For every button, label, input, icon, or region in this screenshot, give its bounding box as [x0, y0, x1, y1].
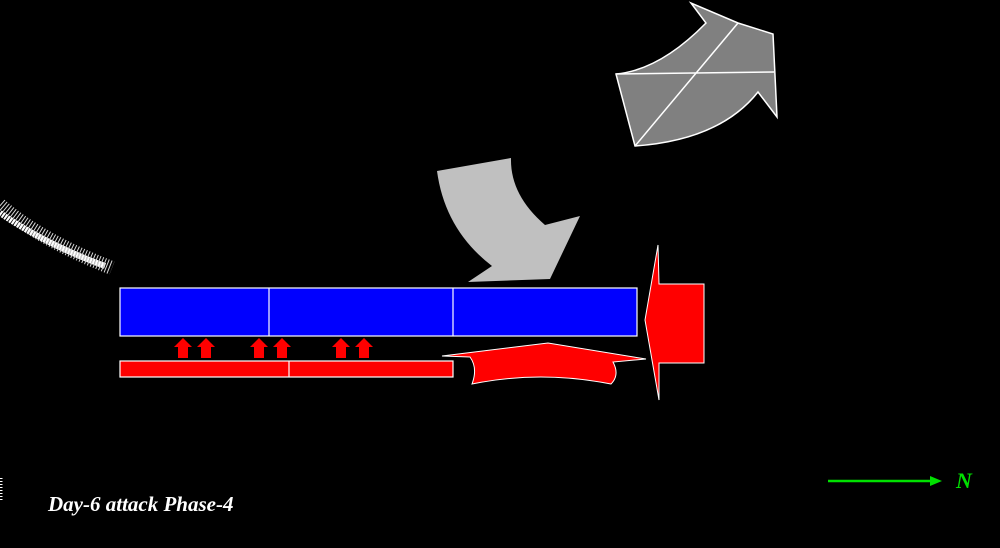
friendly-line	[119, 287, 638, 337]
north-arrow-icon	[828, 476, 942, 486]
light-attack-arrow	[437, 158, 580, 282]
up-arrow-icon	[355, 338, 373, 358]
up-arrow-icon	[174, 338, 192, 358]
up-arrow-icon	[332, 338, 350, 358]
up-arrow-icon	[273, 338, 291, 358]
diagram-caption: Day-6 attack Phase-4	[48, 492, 234, 516]
enemy-blocking-force	[644, 244, 705, 401]
up-arrow-icon	[250, 338, 268, 358]
dark-attack-arrow	[615, 1, 778, 147]
enemy-flank-attack	[441, 342, 647, 385]
up-arrow-icon	[197, 338, 215, 358]
terrain-feature	[0, 199, 115, 275]
enemy-push-arrows	[174, 338, 373, 358]
enemy-line	[119, 360, 454, 378]
north-label: N	[956, 468, 972, 493]
